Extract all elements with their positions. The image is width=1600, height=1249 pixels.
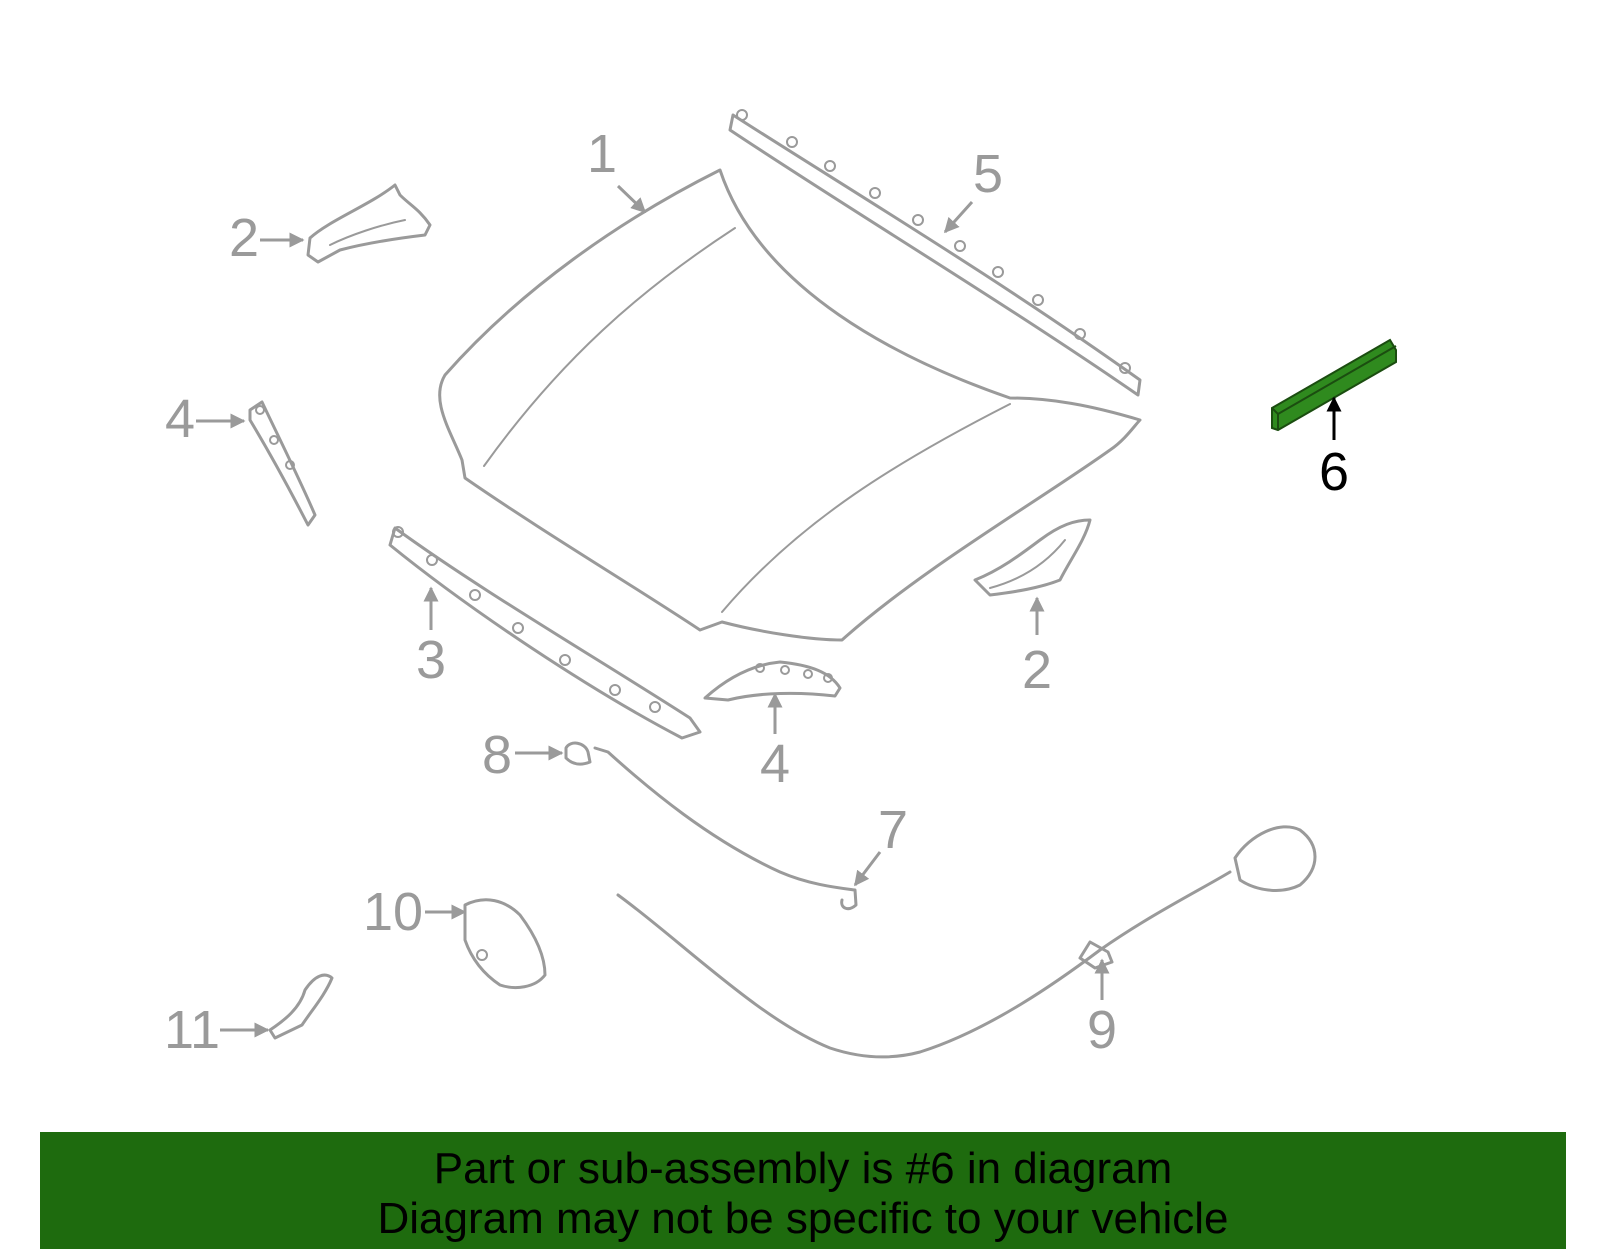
callout-2-right: 2 <box>1022 640 1052 700</box>
info-banner: Part or sub-assembly is #6 in diagram Di… <box>40 1132 1566 1249</box>
callout-6: 6 <box>1319 442 1349 502</box>
leader-7 <box>853 851 882 887</box>
leader-5 <box>943 200 974 234</box>
front-seal-3 <box>388 526 702 740</box>
bracket-11 <box>268 973 334 1040</box>
bracket-4-left <box>248 400 317 527</box>
hood-panel <box>438 168 1142 642</box>
hinge-2-left <box>306 183 432 264</box>
callout-1: 1 <box>587 124 617 184</box>
latch-10 <box>463 898 547 989</box>
callout-11: 11 <box>164 1000 220 1060</box>
callout-9: 9 <box>1087 1000 1117 1060</box>
release-cable-9 <box>616 825 1317 1059</box>
bracket-4-bottom <box>703 660 842 702</box>
prop-rod-7 <box>593 746 858 911</box>
banner-line-part: Part or sub-assembly is #6 in diagram <box>433 1144 1173 1193</box>
callout-3: 3 <box>416 630 446 690</box>
callout-5: 5 <box>973 144 1003 204</box>
callout-8: 8 <box>482 725 512 785</box>
leader-1 <box>616 184 647 214</box>
callout-7: 7 <box>878 800 908 860</box>
highlighted-strip-6 <box>1271 338 1397 432</box>
banner-line-disclaimer: Diagram may not be specific to your vehi… <box>377 1194 1229 1243</box>
callout-10: 10 <box>363 882 423 942</box>
callout-2-left: 2 <box>229 208 259 268</box>
clip-8 <box>564 741 592 766</box>
callout-4-left: 4 <box>165 389 195 449</box>
callout-4-bottom: 4 <box>760 734 790 794</box>
hinge-2-right <box>973 518 1092 597</box>
hood-weatherstrip-5 <box>728 109 1142 397</box>
